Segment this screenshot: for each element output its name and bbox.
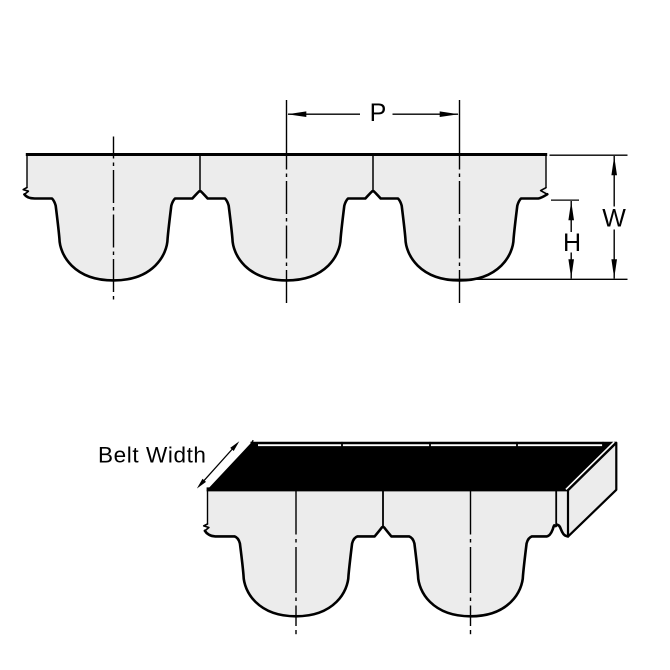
svg-text:W: W — [602, 204, 626, 232]
svg-text:P: P — [370, 99, 387, 127]
svg-text:H: H — [563, 229, 581, 257]
svg-text:Belt Width: Belt Width — [98, 443, 207, 468]
